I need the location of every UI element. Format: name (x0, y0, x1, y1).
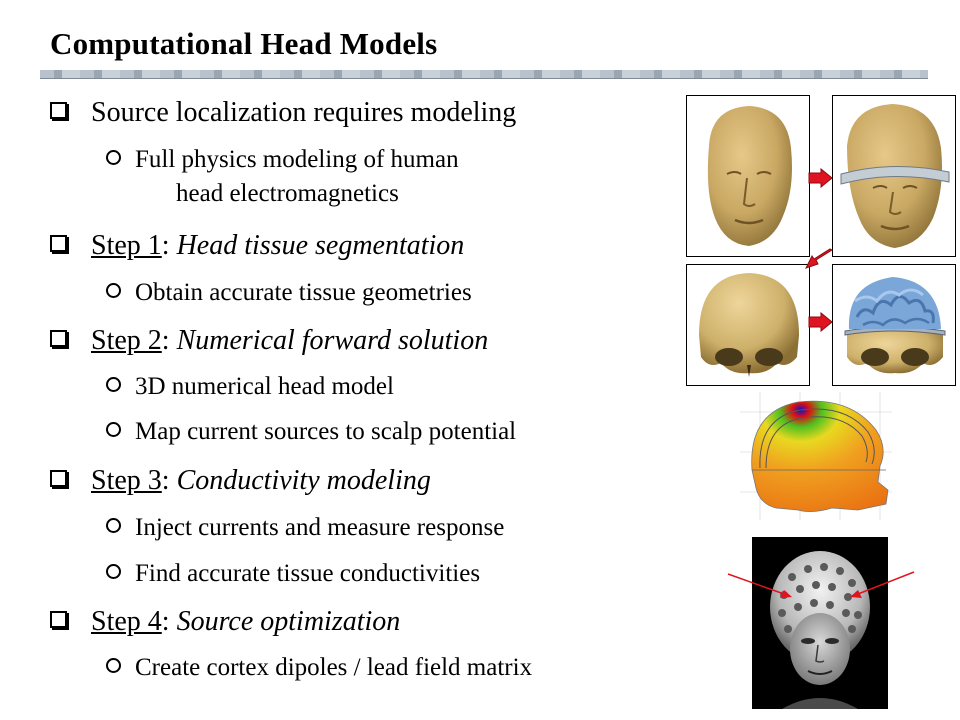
circle-bullet-icon (106, 564, 121, 579)
head-segmented-image (832, 95, 956, 257)
subbullet-full-physics-continued: head electromagnetics (176, 180, 399, 207)
subbullet-cortex-dipoles: Create cortex dipoles / lead field matri… (106, 654, 532, 682)
bullet-step-2: Step 2: Numerical forward solution (50, 325, 488, 357)
arrow-right-icon (808, 312, 833, 332)
head-scalp-image (686, 95, 810, 257)
subbullet-inject-currents: Inject currents and measure response (106, 514, 504, 542)
square-bullet-icon (50, 235, 67, 252)
arrow-right-icon (808, 168, 833, 188)
arrow-pointing-electrode-icon (850, 571, 915, 598)
subbullet-map-current-sources: Map current sources to scalp potential (106, 418, 516, 446)
arrow-down-left-icon (805, 248, 834, 269)
bullet-step-4: Step 4: Source optimization (50, 606, 400, 638)
square-bullet-icon (50, 611, 67, 628)
circle-bullet-icon (106, 150, 121, 165)
bullet-list: Source localization requires modeling Fu… (50, 97, 532, 682)
square-bullet-icon (50, 330, 67, 347)
circle-bullet-icon (106, 518, 121, 533)
potential-map-image (740, 392, 892, 520)
circle-bullet-icon (106, 283, 121, 298)
circle-bullet-icon (106, 658, 121, 673)
bullet-step-1: Step 1: Head tissue segmentation (50, 230, 464, 262)
subbullet-tissue-conductivities: Find accurate tissue conductivities (106, 560, 480, 588)
subbullet-full-physics: Full physics modeling of human (106, 146, 459, 174)
slide-title: Computational Head Models (50, 26, 438, 61)
subbullet-tissue-geometries: Obtain accurate tissue geometries (106, 279, 472, 307)
brain-cortex-image (832, 264, 956, 386)
title-divider (40, 70, 928, 79)
circle-bullet-icon (106, 377, 121, 392)
bullet-source-localization: Source localization requires modeling (50, 97, 516, 129)
subbullet-3d-head-model: 3D numerical head model (106, 373, 394, 401)
skull-image (686, 264, 810, 386)
square-bullet-icon (50, 102, 67, 119)
electrode-cap-photo (752, 537, 888, 709)
arrow-pointing-electrode-icon (727, 573, 792, 598)
bullet-step-3: Step 3: Conductivity modeling (50, 465, 431, 497)
circle-bullet-icon (106, 422, 121, 437)
square-bullet-icon (50, 470, 67, 487)
